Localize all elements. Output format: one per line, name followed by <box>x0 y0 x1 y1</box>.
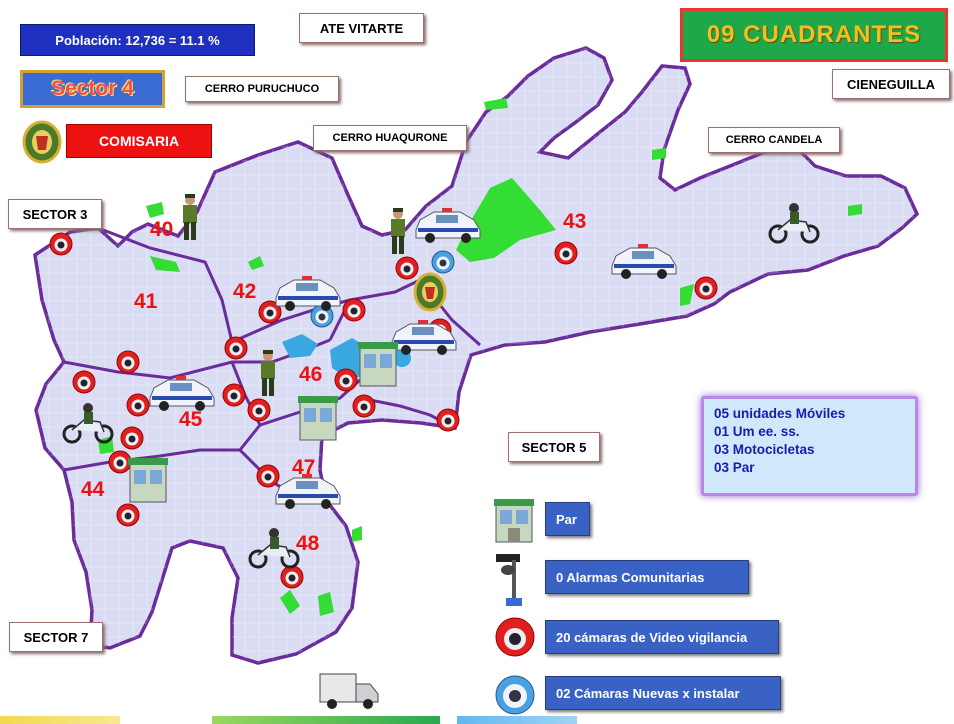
park <box>150 256 180 272</box>
cuadrantes-text: 09 CUADRANTES <box>706 21 922 48</box>
camera-icon <box>342 298 366 322</box>
park <box>680 284 694 306</box>
place-cieneguilla: CIENEGUILLA <box>832 69 950 99</box>
quadrant-40: 40 <box>150 218 174 241</box>
camera-icon <box>247 398 271 422</box>
police-booth-icon <box>494 499 534 543</box>
police-emblem-icon <box>22 120 62 164</box>
quadrant-46: 46 <box>299 363 323 386</box>
camera-icon <box>126 393 150 417</box>
camera-icon <box>334 368 358 392</box>
bottom-strip-green <box>212 716 440 724</box>
police-car-icon <box>391 320 457 355</box>
motorcycle-icon <box>768 203 820 244</box>
sector-title: Sector 4 <box>51 77 134 100</box>
park <box>352 526 362 542</box>
police-officer-icon <box>391 208 405 254</box>
police-car-icon <box>611 244 677 279</box>
lake <box>282 334 318 358</box>
camera-icon <box>224 336 248 360</box>
park <box>652 148 666 160</box>
comisaria-text: COMISARIA <box>98 133 180 149</box>
camera-icon <box>436 408 460 432</box>
park <box>484 98 508 110</box>
park <box>456 178 556 262</box>
quadrant-42: 42 <box>233 280 257 303</box>
resource-item: 03 Par <box>714 460 755 475</box>
population-text: Población: 12,736 = 11.1 % <box>55 32 220 48</box>
quadrant-44: 44 <box>81 478 105 501</box>
camera-icon <box>395 256 419 280</box>
camera-icon <box>116 350 140 374</box>
camera-icon <box>352 394 376 418</box>
police-booth-icon <box>358 342 398 387</box>
camera-icon <box>49 232 73 256</box>
legend-par: Par <box>545 502 590 536</box>
camera-icon <box>72 370 96 394</box>
police-booth-icon <box>298 396 338 441</box>
resource-item: 01 Um ee. ss. <box>714 424 800 439</box>
cuadrantes-box: 09 CUADRANTES <box>680 8 948 62</box>
quadrant-45: 45 <box>179 408 203 431</box>
place-cerro-puruchuco: CERRO PURUCHUCO <box>185 76 339 102</box>
camera-icon <box>120 426 144 450</box>
motorcycle-icon <box>62 403 114 444</box>
bottom-strip-blue <box>457 716 577 724</box>
quadrant-43: 43 <box>563 210 587 233</box>
police-car-icon <box>275 474 341 509</box>
dome-camera-icon <box>431 250 455 274</box>
park <box>146 202 164 218</box>
legend-alarmas: 0 Alarmas Comunitarias <box>545 560 749 594</box>
quadrant-48: 48 <box>296 532 320 555</box>
park <box>318 592 334 616</box>
place-sector-5: SECTOR 5 <box>508 432 600 462</box>
place-ate-vitarte: ATE VITARTE <box>299 13 424 43</box>
police-officer-icon <box>261 350 275 396</box>
camera-icon <box>256 464 280 488</box>
camera-icon <box>495 617 535 657</box>
dome-camera-icon <box>495 675 535 715</box>
police-emblem-icon <box>413 272 447 312</box>
camera-icon <box>222 383 246 407</box>
police-booth-icon <box>128 458 168 503</box>
police-car-icon <box>275 276 341 311</box>
camera-icon <box>694 276 718 300</box>
resource-item: 03 Motocicletas <box>714 442 815 457</box>
sector-title-box: Sector 4 <box>20 70 165 108</box>
camera-icon <box>554 241 578 265</box>
place-sector-7: SECTOR 7 <box>9 622 103 652</box>
quadrant-47: 47 <box>292 456 316 479</box>
police-car-icon <box>149 376 215 411</box>
resource-item: 05 unidades Móviles <box>714 406 846 421</box>
camera-icon <box>108 450 132 474</box>
place-sector-3: SECTOR 3 <box>8 199 102 229</box>
police-officer-icon <box>183 194 197 240</box>
population-box: Población: 12,736 = 11.1 % <box>20 24 255 56</box>
resources-box: 05 unidades Móviles 01 Um ee. ss. 03 Mot… <box>701 396 918 496</box>
legend-camaras: 20 cámaras de Video vigilancia <box>545 620 779 654</box>
truck-icon <box>319 673 379 709</box>
legend-nuevas: 02 Cámaras Nuevas x instalar <box>545 676 781 710</box>
police-car-icon <box>415 208 481 243</box>
park <box>848 204 862 216</box>
comisaria-box: COMISARIA <box>66 124 212 158</box>
alarm-pole-icon <box>496 554 522 606</box>
motorcycle-icon <box>248 528 300 569</box>
quadrant-41: 41 <box>134 290 158 313</box>
camera-icon <box>280 565 304 589</box>
park <box>248 256 264 270</box>
place-cerro-candela: CERRO CANDELA <box>708 127 840 153</box>
place-cerro-huaqurone: CERRO HUAQURONE <box>313 125 467 151</box>
bottom-strip-yellow <box>0 716 120 724</box>
camera-icon <box>116 503 140 527</box>
park <box>280 590 300 614</box>
